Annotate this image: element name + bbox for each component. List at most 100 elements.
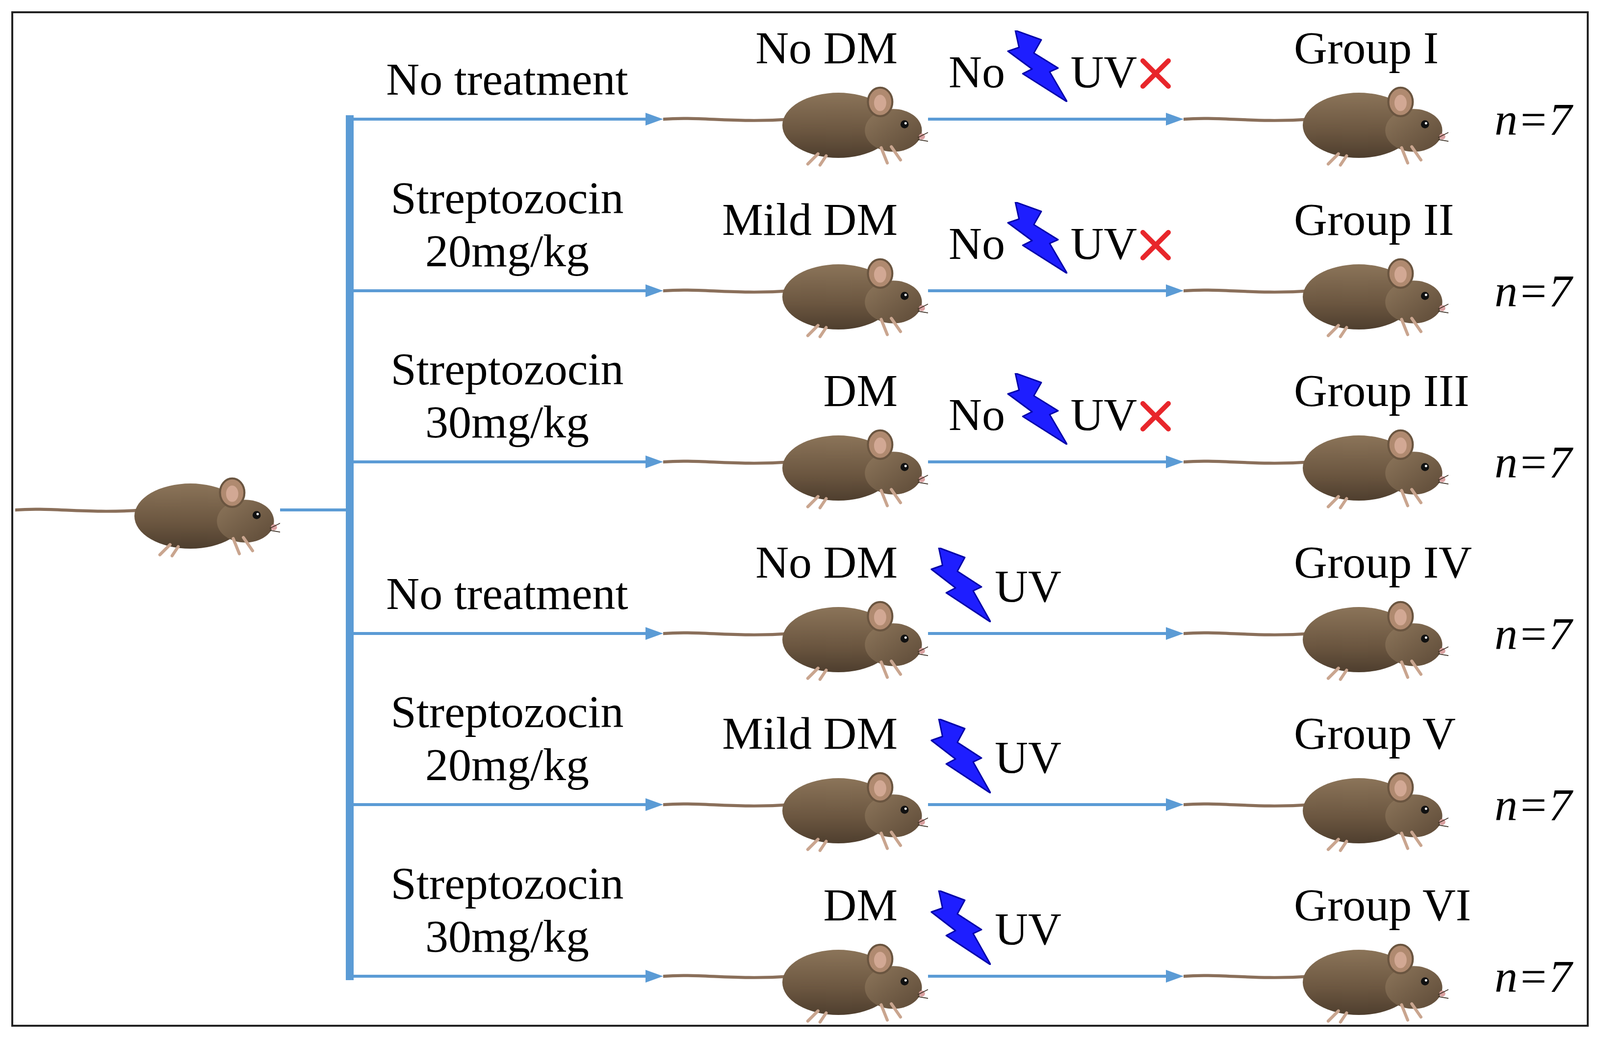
arrow-head: [645, 284, 664, 298]
condition-label: No DM: [663, 535, 898, 589]
arrow-line: [928, 289, 1167, 293]
arrow-head: [1165, 798, 1184, 812]
label-holder: n=7: [1494, 435, 1572, 489]
lightning-icon: [931, 890, 991, 966]
mouse-figure: [1183, 945, 1451, 1023]
label-holder: n=7: [1494, 264, 1572, 318]
arrow-line: [928, 632, 1167, 636]
mouse-figure: [663, 602, 930, 680]
label-holder: Streptozocin 20mg/kg: [360, 171, 655, 278]
arrow-line: [928, 117, 1167, 121]
cross-mark: [1142, 60, 1169, 430]
mouse-node: Group III: [1183, 363, 1480, 514]
mouse-figure: [663, 259, 930, 337]
label-holder: No UV: [948, 387, 1137, 441]
label-holder: UV: [994, 559, 1062, 613]
arrow-head: [645, 627, 664, 641]
label-holder: n=7: [1494, 607, 1572, 661]
arrow-head: [645, 112, 664, 126]
flow-arrow: [928, 627, 1184, 641]
mouse-figure: [663, 430, 930, 509]
label-holder: UV: [994, 730, 1062, 784]
mouse-node: Group I: [1183, 21, 1449, 171]
lightning-icon: [931, 719, 991, 794]
arrow-line: [928, 975, 1167, 979]
flow-arrow: [280, 510, 664, 641]
uv-label: UV: [994, 730, 1062, 784]
flow-arrow: [280, 284, 664, 511]
sample-size: n=7: [1494, 778, 1572, 832]
flow-arrow: [928, 455, 1184, 469]
mouse-figure: [1183, 259, 1451, 337]
uv-label: UV: [994, 902, 1062, 956]
group-label: Group V: [1293, 706, 1466, 760]
label-holder: n=7: [1494, 92, 1572, 146]
mouse-figure: [1183, 87, 1451, 166]
arrow-line: [928, 803, 1167, 807]
condition-label: DM: [663, 878, 898, 932]
arrow-head: [645, 455, 664, 469]
mouse-node: No DM: [663, 21, 929, 171]
uv-label: No UV: [948, 216, 1137, 270]
sample-size: n=7: [1494, 92, 1572, 146]
condition-label: No DM: [663, 21, 898, 75]
label-holder: No UV: [948, 45, 1137, 99]
mouse-figure: [1183, 602, 1451, 680]
label-holder: Streptozocin 30mg/kg: [360, 342, 655, 449]
mouse-figure: [663, 945, 930, 1023]
mouse-node: DM: [663, 878, 929, 1028]
condition-label: Mild DM: [663, 192, 898, 246]
sample-size: n=7: [1494, 435, 1572, 489]
arrow-head: [1165, 970, 1184, 983]
mouse-node: DM: [663, 363, 929, 514]
arrow-head: [645, 970, 664, 983]
mouse-figure: [1183, 430, 1451, 509]
flow-arrow: [928, 798, 1184, 812]
arrow-line: [928, 460, 1167, 464]
treatment-label: Streptozocin 30mg/kg: [360, 856, 655, 963]
group-label: Group IV: [1293, 535, 1482, 589]
treatment-label: Streptozocin 20mg/kg: [360, 685, 655, 792]
label-holder: Streptozocin 30mg/kg: [360, 856, 655, 963]
flow-arrow: [280, 112, 664, 511]
flow-arrow: [928, 284, 1184, 298]
uv-label: No UV: [948, 387, 1137, 441]
group-label: Group III: [1293, 363, 1480, 417]
arrow-head: [1165, 284, 1184, 298]
mouse-figure: [663, 773, 930, 852]
treatment-label: No treatment: [360, 52, 655, 106]
uv-label: UV: [994, 559, 1062, 613]
mouse-figure: [15, 478, 283, 557]
arrow-head: [1165, 455, 1184, 469]
treatment-label: Streptozocin 20mg/kg: [360, 171, 655, 278]
mouse-figure: [1183, 773, 1451, 852]
frame-border: [12, 12, 1588, 1027]
group-label: Group I: [1293, 21, 1449, 75]
flow-arrow: [280, 510, 664, 812]
label-holder: No UV: [948, 216, 1137, 270]
flow-arrow: [928, 970, 1184, 983]
lightning-icon: [931, 547, 991, 623]
mouse-node: [15, 469, 281, 562]
condition-label: Mild DM: [663, 706, 898, 760]
uv-label: No UV: [948, 45, 1137, 99]
sample-size: n=7: [1494, 607, 1572, 661]
mouse-node: Group IV: [1183, 535, 1482, 685]
label-holder: n=7: [1494, 950, 1572, 1004]
group-label: Group II: [1293, 192, 1465, 246]
group-label: Group VI: [1293, 878, 1482, 932]
label-holder: No treatment: [360, 52, 655, 106]
treatment-label: No treatment: [360, 567, 655, 620]
label-holder: Streptozocin 20mg/kg: [360, 685, 655, 792]
mouse-node: Mild DM: [663, 706, 929, 856]
mouse-figure: [663, 87, 930, 166]
flow-arrow: [928, 112, 1184, 126]
condition-label: DM: [663, 363, 898, 417]
mouse-node: No DM: [663, 535, 929, 685]
treatment-label: Streptozocin 30mg/kg: [360, 342, 655, 449]
label-holder: UV: [994, 902, 1062, 956]
mouse-node: Group II: [1183, 192, 1465, 342]
arrow-head: [645, 798, 664, 812]
mouse-node: Mild DM: [663, 192, 929, 342]
